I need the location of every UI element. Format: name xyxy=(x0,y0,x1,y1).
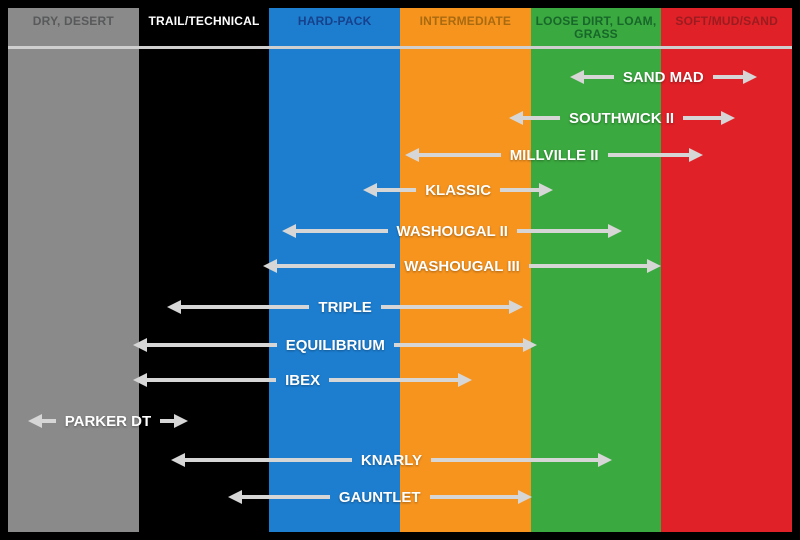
terrain-column-dry-desert: DRY, DESERT xyxy=(8,8,139,532)
tire-range-triple: TRIPLE xyxy=(167,296,523,318)
arrowhead-left-icon xyxy=(167,300,182,314)
terrain-column-header: HARD-PACK xyxy=(297,14,372,28)
tire-name-label: IBEX xyxy=(285,371,321,389)
arrow-line xyxy=(380,305,509,309)
tire-range-gauntlet: GAUNTLET xyxy=(227,486,533,508)
tire-name-label: GAUNTLET xyxy=(338,488,421,506)
arrowhead-right-icon xyxy=(720,111,735,125)
terrain-column-header: DRY, DESERT xyxy=(32,14,114,28)
arrow-line xyxy=(607,153,690,157)
arrow-line xyxy=(683,116,721,120)
arrow-line xyxy=(241,495,330,499)
arrow-line xyxy=(429,495,519,499)
arrowhead-left-icon xyxy=(262,259,277,273)
arrowhead-right-icon xyxy=(647,259,662,273)
arrowhead-left-icon xyxy=(171,453,186,467)
arrow-line xyxy=(147,343,277,347)
terrain-column-loose-dirt-loam-grass: LOOSE DIRT, LOAM, GRASS xyxy=(530,8,662,532)
arrowhead-right-icon xyxy=(742,70,757,84)
tire-name-label: MILLVILLE II xyxy=(509,146,599,164)
arrow-line xyxy=(583,75,614,79)
arrowhead-right-icon xyxy=(689,148,704,162)
tire-range-washougal-ii: WASHOUGAL II xyxy=(282,220,623,242)
chart-content: DRY, DESERT TRAIL/TECHNICAL HARD-PACK INTER… xyxy=(8,8,793,532)
arrow-line xyxy=(528,264,648,268)
arrow-line xyxy=(522,116,561,120)
arrow-line xyxy=(393,343,524,347)
arrow-line xyxy=(296,229,388,233)
arrowhead-left-icon xyxy=(133,373,148,387)
arrowhead-right-icon xyxy=(518,490,533,504)
terrain-column-intermediate: INTERMEDIATE xyxy=(400,8,531,532)
arrow-line xyxy=(500,188,539,192)
tire-range-ibex: IBEX xyxy=(133,369,472,391)
terrain-column-header: SOFT/MUD/SAND xyxy=(675,14,778,28)
tire-range-washougal-iii: WASHOUGAL III xyxy=(262,255,662,277)
tire-range-parker-dt: PARKER DT xyxy=(27,410,189,432)
tire-range-equilibrium: EQUILIBRIUM xyxy=(133,334,538,356)
tire-name-label: PARKER DT xyxy=(64,412,152,430)
tire-name-label: WASHOUGAL II xyxy=(396,222,508,240)
arrow-line xyxy=(431,458,598,462)
arrow-line xyxy=(377,188,417,192)
arrowhead-left-icon xyxy=(27,414,42,428)
terrain-column-header: LOOSE DIRT, LOAM, GRASS xyxy=(535,14,657,41)
arrowhead-right-icon xyxy=(523,338,538,352)
arrowhead-right-icon xyxy=(538,183,553,197)
tire-name-label: SOUTHWICK II xyxy=(569,109,675,127)
terrain-column-hard-pack: HARD-PACK xyxy=(269,8,401,532)
tire-range-sand-mad: SAND MAD xyxy=(569,66,757,88)
arrow-line xyxy=(160,419,175,423)
arrow-line xyxy=(329,378,458,382)
arrow-line xyxy=(147,378,277,382)
tire-rows: SAND MAD SOUTHWICK II MILLVILLE II KLASSIC W… xyxy=(8,8,792,532)
arrow-line xyxy=(419,153,501,157)
terrain-column-header: INTERMEDIATE xyxy=(419,14,512,28)
tire-name-label: EQUILIBRIUM xyxy=(285,336,385,354)
arrowhead-left-icon xyxy=(569,70,584,84)
tire-name-label: SAND MAD xyxy=(622,68,704,86)
arrowhead-right-icon xyxy=(174,414,189,428)
tire-range-millville-ii: MILLVILLE II xyxy=(405,144,704,166)
arrow-line xyxy=(181,305,310,309)
tire-name-label: WASHOUGAL III xyxy=(404,257,520,275)
tire-name-label: KLASSIC xyxy=(425,181,492,199)
terrain-columns: DRY, DESERT TRAIL/TECHNICAL HARD-PACK INTER… xyxy=(8,8,793,532)
arrowhead-right-icon xyxy=(597,453,612,467)
arrowhead-left-icon xyxy=(227,490,242,504)
arrow-line xyxy=(185,458,352,462)
tire-name-label: TRIPLE xyxy=(318,298,372,316)
arrow-line xyxy=(712,75,743,79)
arrow-line xyxy=(41,419,56,423)
terrain-column-soft-mud-sand: SOFT/MUD/SAND xyxy=(661,8,793,532)
tire-range-klassic: KLASSIC xyxy=(363,179,553,201)
arrow-line xyxy=(516,229,609,233)
arrowhead-left-icon xyxy=(508,111,523,125)
tire-range-knarly: KNARLY xyxy=(171,449,612,471)
terrain-column-header: TRAIL/TECHNICAL xyxy=(148,14,260,28)
arrow-line xyxy=(276,264,396,268)
tire-name-label: KNARLY xyxy=(360,451,423,469)
arrowhead-right-icon xyxy=(457,373,472,387)
header-divider xyxy=(8,46,792,49)
tire-range-southwick-ii: SOUTHWICK II xyxy=(508,107,735,129)
arrowhead-right-icon xyxy=(608,224,623,238)
arrowhead-left-icon xyxy=(363,183,378,197)
arrowhead-left-icon xyxy=(282,224,297,238)
terrain-column-trail-technical: TRAIL/TECHNICAL xyxy=(138,8,270,532)
arrowhead-left-icon xyxy=(405,148,420,162)
arrowhead-left-icon xyxy=(133,338,148,352)
arrowhead-right-icon xyxy=(508,300,523,314)
